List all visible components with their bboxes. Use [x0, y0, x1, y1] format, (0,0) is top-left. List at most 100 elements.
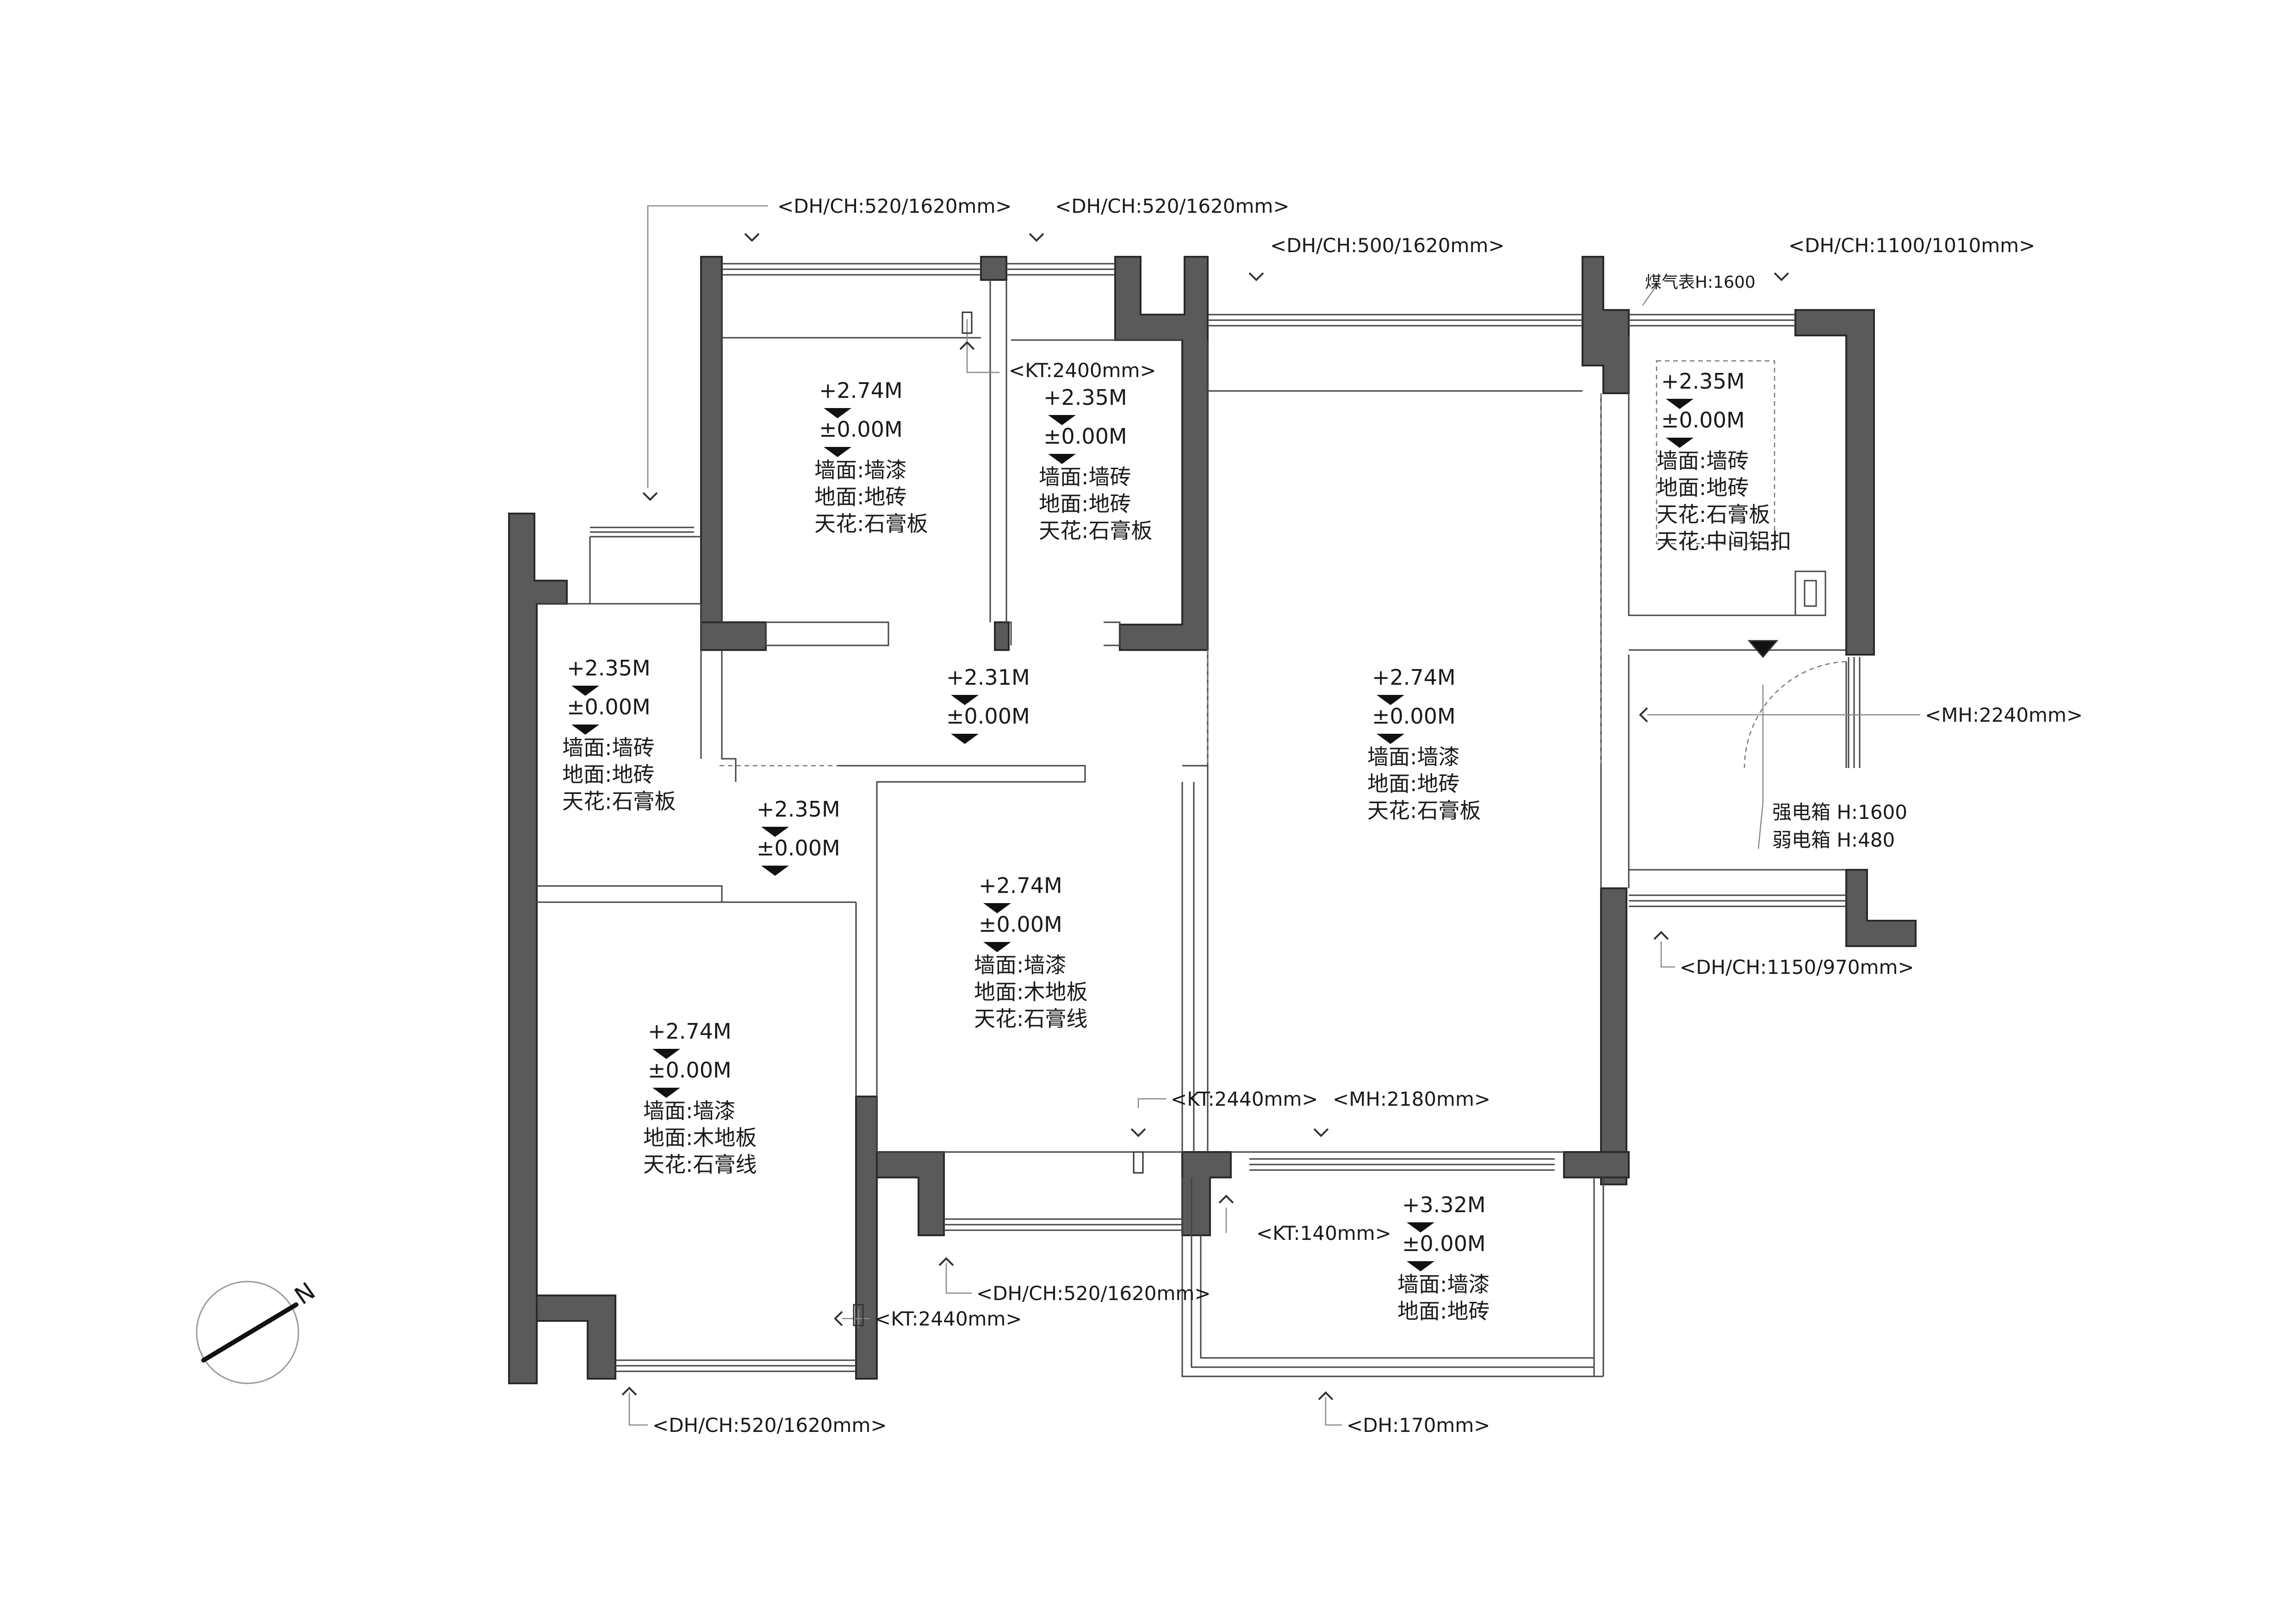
- finish-wall: 墙面:墙漆: [814, 458, 907, 483]
- room-label-corridor: +2.31M ±0.00M: [946, 665, 1030, 744]
- chevron-down-icon: [1313, 1128, 1329, 1137]
- wall: [1600, 887, 1627, 1185]
- window: [1249, 1158, 1555, 1171]
- finish-top: 天花:石膏板: [1657, 502, 1770, 527]
- outline: [1181, 1177, 1603, 1377]
- ceiling-height: +2.35M: [567, 656, 651, 681]
- note-dhch-top-left: <DH/CH:520/1620mm>: [777, 195, 1012, 217]
- ceiling-height: +2.31M: [946, 665, 1030, 690]
- leader: [1660, 942, 1675, 968]
- floor-height: ±0.00M: [1372, 704, 1456, 729]
- window: [590, 527, 694, 533]
- finish-wall: 墙面:墙漆: [1397, 1272, 1490, 1297]
- chevron-up-icon: [938, 1257, 954, 1266]
- finish-wall: 墙面:墙砖: [1657, 448, 1749, 473]
- leader: [1642, 282, 1660, 306]
- finish-ground: 地面:木地板: [974, 979, 1088, 1004]
- finish-top: 天花:石膏线: [643, 1152, 757, 1177]
- floor-height: ±0.00M: [1402, 1231, 1486, 1256]
- ceiling-height: +2.35M: [1043, 385, 1127, 410]
- finish-ground: 地面:地砖: [1657, 475, 1749, 500]
- leader: [647, 205, 768, 488]
- note-mh-2240: <MH:2240mm>: [1925, 704, 2083, 726]
- finish-top: 天花:石膏板: [814, 511, 928, 536]
- chevron-up-icon: [1653, 931, 1669, 940]
- wall: [508, 513, 568, 1384]
- elevation-marker: [983, 942, 1011, 952]
- floor-height: ±0.00M: [1043, 424, 1127, 449]
- kitchen-ceiling-dashed: [1656, 360, 1775, 545]
- wall: [1114, 256, 1209, 651]
- fixture: [1794, 570, 1826, 616]
- ceiling-height: +2.74M: [1372, 665, 1456, 690]
- elevation-marker: [824, 408, 851, 418]
- chevron-down-icon: [642, 492, 658, 501]
- wall: [700, 621, 767, 651]
- finish-ground: 地面:木地板: [643, 1125, 757, 1150]
- chevron-up-icon: [1318, 1391, 1334, 1400]
- elevation-marker: [951, 734, 979, 744]
- chevron-up-icon: [959, 341, 975, 350]
- leader: [628, 1393, 648, 1426]
- fixtures: [853, 311, 1779, 1326]
- note-dhch-right: <DH/CH:1150/970mm>: [1680, 956, 1914, 979]
- elevation-marker: [1377, 695, 1404, 705]
- note-kt-2440-mid: <KT:2440mm>: [1171, 1088, 1318, 1110]
- ceiling-height: +2.74M: [648, 1019, 732, 1044]
- window: [1848, 657, 1861, 768]
- chevron-left-icon: [834, 1311, 843, 1326]
- chevron-down-icon: [1029, 233, 1044, 242]
- finish-wall: 墙面:墙砖: [1039, 465, 1131, 489]
- floor-height: ±0.00M: [757, 836, 840, 861]
- annotations: <DH/CH:520/1620mm> <DH/CH:520/1620mm> <D…: [652, 195, 2083, 1437]
- note-dhch-top-kitchen: <DH/CH:1100/1010mm>: [1788, 234, 2035, 257]
- finish-top: 天花:石膏线: [974, 1006, 1088, 1031]
- outline: [721, 650, 737, 782]
- wall: [855, 1096, 878, 1380]
- finish-ground: 地面:地砖: [814, 484, 907, 509]
- finish-ground: 地面:地砖: [562, 762, 655, 787]
- chevron-left-icon: [1639, 707, 1648, 723]
- door-opening: [765, 621, 889, 646]
- note-kt-2440-left: <KT:2440mm>: [875, 1307, 1022, 1330]
- note-gas-meter: 煤气表H:1600: [1645, 273, 1756, 292]
- finish-ground: 地面:地砖: [1039, 491, 1131, 516]
- leader: [966, 319, 999, 373]
- leader: [1757, 685, 1764, 849]
- floor-height: ±0.00M: [1661, 408, 1745, 433]
- compass-needle: [201, 1302, 298, 1363]
- elevation-marker: [951, 695, 979, 705]
- window: [944, 1218, 1182, 1231]
- chevrons: [621, 233, 1789, 1400]
- wall: [980, 256, 1007, 281]
- floor-height: ±0.00M: [946, 704, 1030, 729]
- outline: [1200, 1235, 1594, 1359]
- finish-wall: 墙面:墙漆: [643, 1098, 736, 1123]
- finish-wall: 墙面:墙砖: [562, 735, 655, 760]
- chevron-up-icon: [621, 1387, 637, 1396]
- ac-outlet: [962, 311, 973, 334]
- chevron-down-icon: [1248, 272, 1264, 281]
- note-power-box: 强电箱 H:1600: [1772, 801, 1907, 824]
- note-weak-box: 弱电箱 H:480: [1772, 829, 1895, 851]
- ceiling-height: +2.74M: [979, 873, 1062, 898]
- wall: [1794, 309, 1875, 656]
- ceiling-height: +2.74M: [819, 378, 903, 403]
- wall: [700, 256, 723, 651]
- ac-outlet: [853, 1304, 864, 1326]
- wall: [994, 621, 1010, 651]
- finish-wall: 墙面:墙漆: [1367, 744, 1460, 769]
- ceiling-height: +2.35M: [1661, 369, 1745, 394]
- elevation-marker: [1048, 454, 1076, 464]
- elevation-marker: [824, 447, 851, 457]
- room-labels: +2.74M±0.00M墙面:墙漆地面:地砖天花:石膏板+2.35M±0.00M…: [562, 369, 1792, 1324]
- window: [1629, 894, 1846, 907]
- elevation-marker: [571, 686, 599, 696]
- ceiling-height: +3.32M: [1402, 1192, 1486, 1217]
